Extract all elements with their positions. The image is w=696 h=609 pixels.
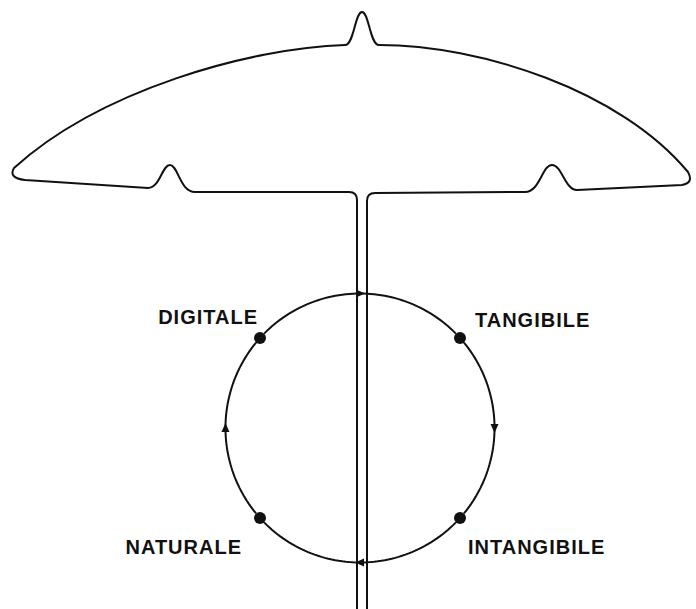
cycle-arc xyxy=(264,522,456,566)
arrowhead xyxy=(491,424,499,433)
arrowhead xyxy=(355,559,364,567)
point-label: TANGIBILE xyxy=(475,309,590,332)
dot xyxy=(454,512,466,524)
dot-shape xyxy=(254,332,266,344)
cycle-point: TANGIBILE xyxy=(454,332,466,344)
point-label: INTANGIBILE xyxy=(468,536,605,559)
arrowhead xyxy=(356,289,365,297)
dot xyxy=(254,332,266,344)
point-label: DIGITALE xyxy=(158,306,258,329)
umbrella-outline xyxy=(12,12,690,609)
arc-line xyxy=(464,343,495,514)
cycle-arc xyxy=(221,343,256,514)
point-label: NATURALE xyxy=(125,536,242,559)
dot xyxy=(254,512,266,524)
dot-shape xyxy=(454,332,466,344)
cycle-arc xyxy=(464,343,499,514)
arc-line xyxy=(264,293,456,333)
dot xyxy=(454,332,466,344)
cycle-arc xyxy=(264,289,456,333)
dot-shape xyxy=(454,512,466,524)
arc-line xyxy=(225,343,256,514)
cycle-point: INTANGIBILE xyxy=(454,512,466,524)
dot-shape xyxy=(254,512,266,524)
cycle-point: NATURALE xyxy=(254,512,266,524)
arc-line xyxy=(264,522,456,562)
arrowhead xyxy=(221,423,229,432)
cycle-point: DIGITALE xyxy=(254,332,266,344)
